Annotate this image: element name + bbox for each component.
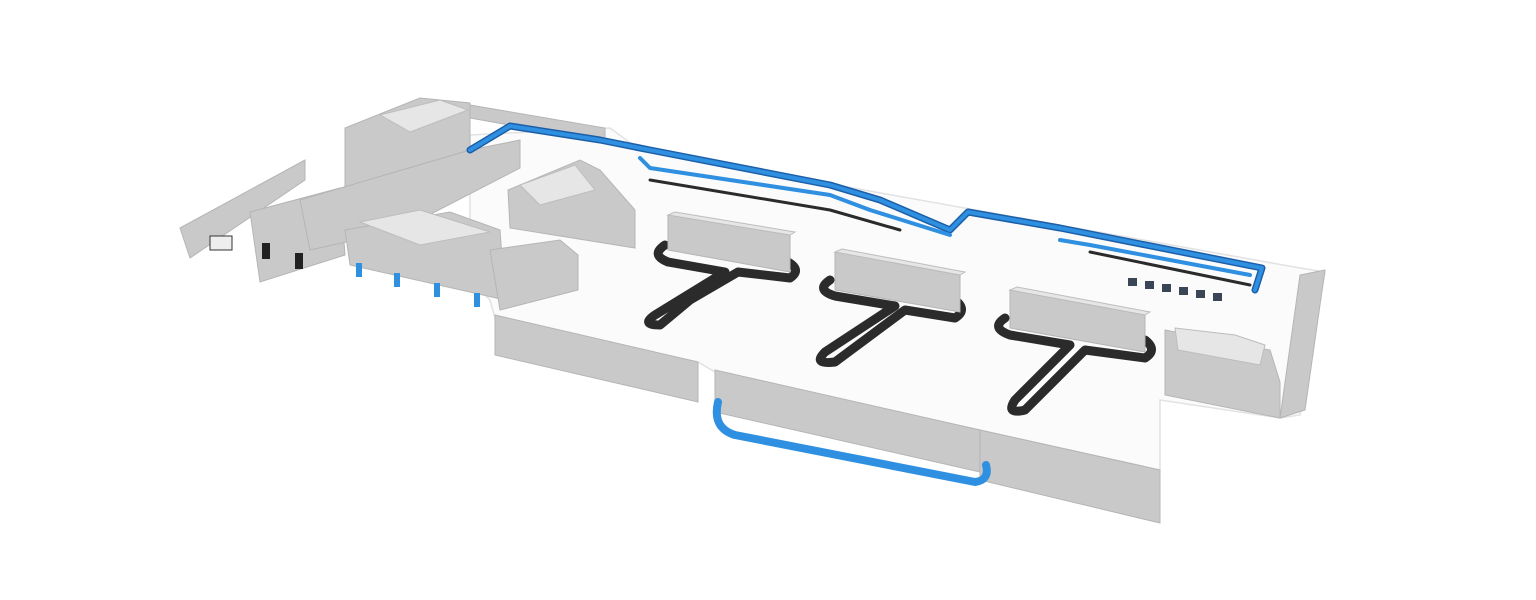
dock-door [262, 243, 270, 259]
agv-track-loop [994, 313, 1156, 416]
agv-track-loop [644, 240, 800, 330]
dock-door [434, 283, 440, 297]
conveyor-line [466, 122, 1266, 294]
front-walls [494, 314, 1161, 524]
left-building [179, 97, 636, 311]
agv-track-loop [815, 275, 966, 367]
dock-door [295, 253, 303, 269]
right-building [1164, 269, 1326, 419]
sorter-chutes [1128, 278, 1222, 301]
vehicle [209, 235, 233, 251]
dock-door [356, 263, 362, 277]
front-conveyor [712, 398, 991, 486]
dock-doors [209, 235, 480, 307]
agv-track-loops [644, 211, 1156, 416]
dock-door [474, 293, 480, 307]
dock-door [394, 273, 400, 287]
